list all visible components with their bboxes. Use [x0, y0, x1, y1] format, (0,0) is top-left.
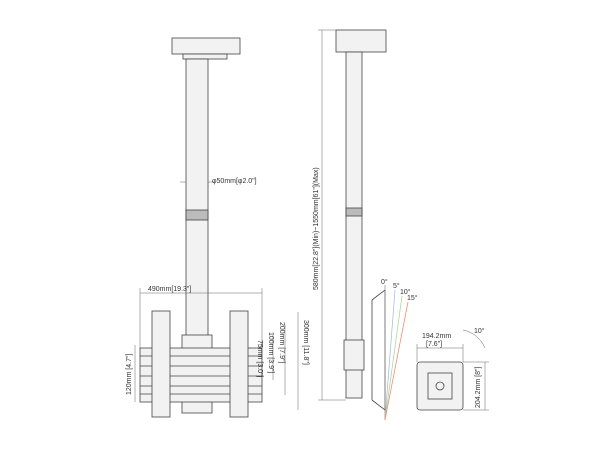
- plate-flange: [182, 53, 228, 60]
- side-bracket: [343, 339, 365, 371]
- right-vertical-strip: [229, 310, 249, 418]
- plate-hole: [435, 381, 445, 391]
- side-pole: [345, 51, 363, 399]
- plate-width-label: 194.2mm: [422, 333, 451, 340]
- ceiling-plate: [171, 37, 241, 55]
- tilt-15-label: 15°: [407, 294, 418, 302]
- plate-rotation-label: 10°: [474, 327, 485, 335]
- mounting-plate: [416, 361, 464, 411]
- plate-width-inch-label: [7.6"]: [426, 341, 442, 348]
- length-range-label: 580mm[22.8"](Min)~1550mm[61"](Max): [313, 167, 320, 290]
- height-200-label: 200mm [7.9"]: [278, 322, 285, 363]
- pole-diameter-label: φ50mm[φ2.0"]: [212, 178, 257, 185]
- tilt-head: [371, 289, 386, 411]
- side-clamp: [345, 207, 363, 217]
- pole: [185, 58, 209, 340]
- tilt-5-label: 5°: [393, 282, 400, 290]
- tilt-10-label: 10°: [400, 288, 411, 296]
- height-75-label: 75mm [3.0"]: [256, 340, 263, 378]
- plate-view: 194.2mm [7.6"] 204.2mm [8"] 10°: [416, 327, 489, 411]
- tilt-0-label: 0°: [381, 278, 388, 286]
- width-label: 490mm[19.3"]: [148, 286, 191, 293]
- height-300-label: 300mm [11.8"]: [302, 320, 309, 365]
- height-100-label: 100mm [3.9"]: [267, 332, 274, 373]
- pole-clamp: [185, 209, 209, 221]
- tilt-line-15: [384, 301, 409, 421]
- tilt-line-10: [384, 295, 403, 421]
- height-120-label: 120mm [4.7"]: [126, 354, 133, 395]
- front-view: φ50mm[φ2.0"] 490mm[19.3"] 120mm [4.7"] 3…: [126, 37, 309, 418]
- tilt-line-5: [384, 289, 396, 421]
- left-vertical-strip: [151, 310, 171, 418]
- plate-inner: [427, 372, 453, 400]
- side-ceiling-plate: [335, 29, 387, 53]
- side-view: 580mm[22.8"](Min)~1550mm[61"](Max) 0° 5°…: [313, 29, 418, 421]
- plate-height-label: 204.2mm [8"]: [475, 367, 482, 408]
